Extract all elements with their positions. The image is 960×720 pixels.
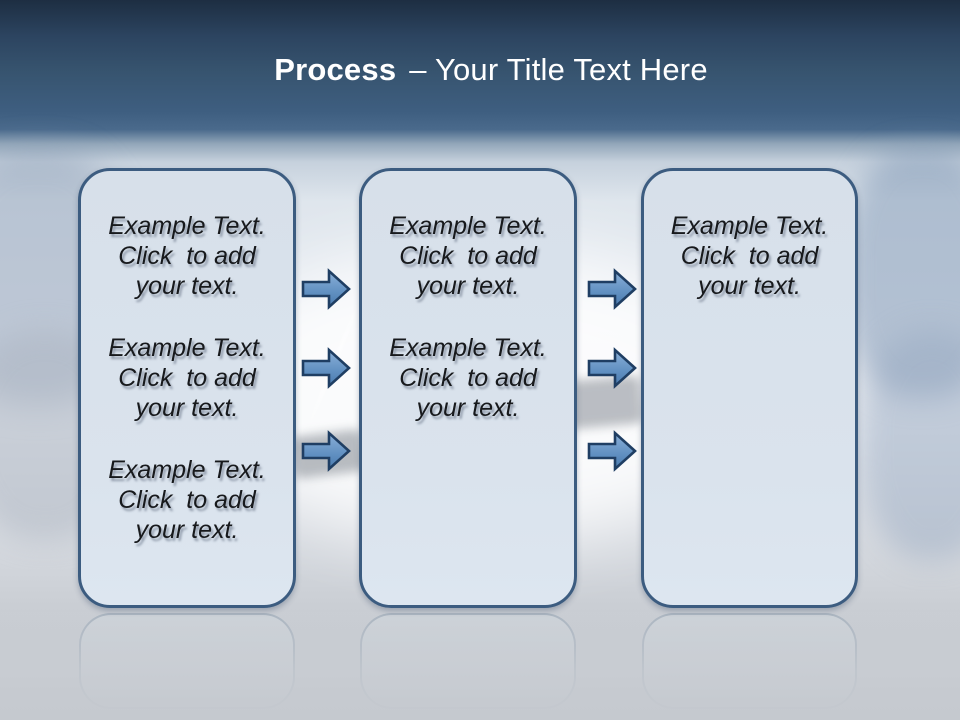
right-arrow-icon bbox=[301, 268, 351, 310]
placeholder-line: your text. bbox=[135, 272, 239, 300]
box-reflection bbox=[642, 613, 857, 709]
placeholder-line: Example Text. bbox=[108, 212, 266, 240]
placeholder-line: your text. bbox=[698, 272, 801, 300]
text-placeholder[interactable]: Example Text. Click to add your text. bbox=[87, 211, 287, 301]
text-placeholder[interactable]: Example Text. Click to add your text. bbox=[368, 211, 568, 301]
background-chairs-right-blur bbox=[862, 330, 960, 560]
placeholder-line: Click to add bbox=[399, 242, 537, 270]
placeholder-line: your text. bbox=[416, 394, 520, 422]
slide-title[interactable]: Process – Your Title Text Here bbox=[0, 52, 960, 88]
right-arrow-icon bbox=[301, 430, 351, 472]
text-placeholder[interactable]: Example Text. Click to add your text. bbox=[87, 455, 287, 545]
placeholder-line: Example Text. bbox=[108, 456, 266, 484]
placeholder-line: Example Text. bbox=[389, 212, 547, 240]
box-reflection bbox=[79, 613, 295, 709]
title-placeholder: – Your Title Text Here bbox=[409, 52, 708, 87]
right-arrow-icon bbox=[587, 268, 637, 310]
placeholder-line: Click to add bbox=[680, 242, 819, 270]
process-box-step-3[interactable]: Example Text. Click to add your text. bbox=[641, 168, 858, 608]
placeholder-line: Click to add bbox=[118, 242, 256, 270]
process-box-step-1[interactable]: Example Text. Click to add your text. Ex… bbox=[78, 168, 296, 608]
right-arrow-icon bbox=[587, 430, 637, 472]
placeholder-line: your text. bbox=[135, 516, 239, 544]
text-placeholder[interactable]: Example Text. Click to add your text. bbox=[650, 211, 849, 301]
right-arrow-icon bbox=[301, 347, 351, 389]
text-placeholder[interactable]: Example Text. Click to add your text. bbox=[368, 333, 568, 423]
process-box-step-2[interactable]: Example Text. Click to add your text. Ex… bbox=[359, 168, 577, 608]
title-topic: Process bbox=[274, 52, 397, 87]
background-chairs-right-blur bbox=[845, 148, 960, 398]
text-placeholder[interactable]: Example Text. Click to add your text. bbox=[87, 333, 287, 423]
box-reflection bbox=[360, 613, 576, 709]
right-arrow-icon bbox=[587, 347, 637, 389]
placeholder-line: Example Text. bbox=[670, 212, 829, 240]
placeholder-line: your text. bbox=[135, 394, 239, 422]
placeholder-line: Click to add bbox=[118, 486, 256, 514]
placeholder-line: Click to add bbox=[399, 364, 537, 392]
placeholder-line: Click to add bbox=[118, 364, 256, 392]
placeholder-line: your text. bbox=[416, 272, 520, 300]
placeholder-line: Example Text. bbox=[108, 334, 266, 362]
placeholder-line: Example Text. bbox=[389, 334, 547, 362]
